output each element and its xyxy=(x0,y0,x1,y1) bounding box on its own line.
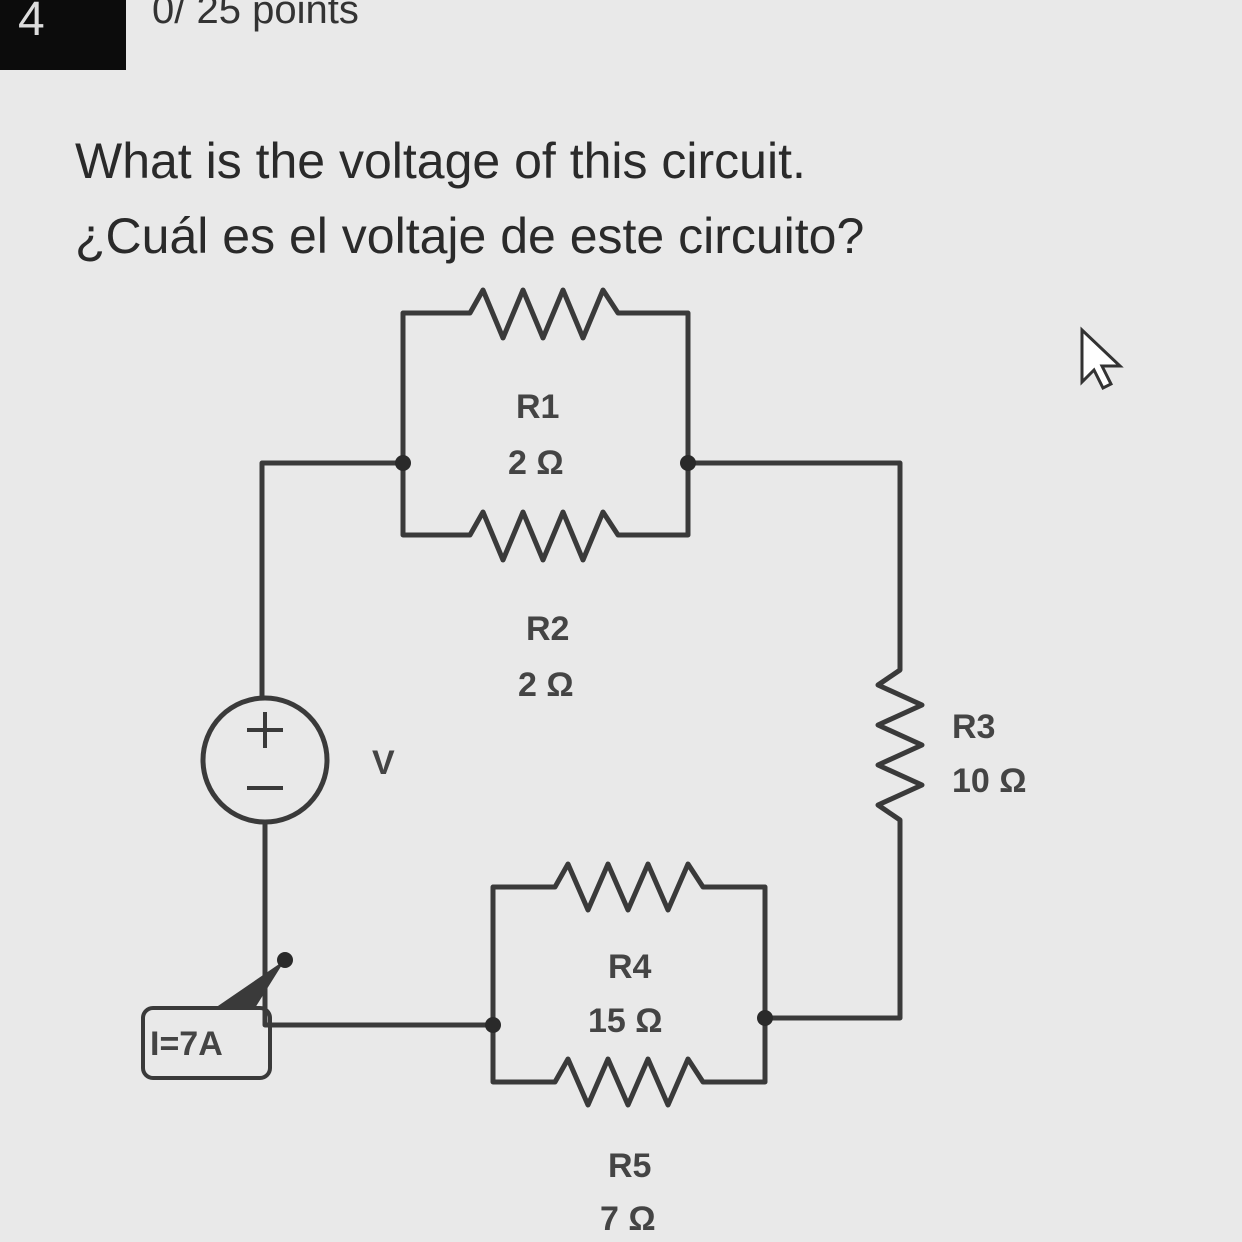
question-text-es: ¿Cuál es el voltaje de este circuito? xyxy=(75,208,865,264)
question-number: 4 xyxy=(0,0,126,70)
wire-left xyxy=(259,460,493,1028)
mouse-cursor-icon xyxy=(1080,326,1124,391)
resistor-r4 xyxy=(490,861,768,1025)
resistor-r3 xyxy=(688,460,925,1021)
r1-name: R1 xyxy=(516,388,559,426)
source-label: V xyxy=(372,744,395,782)
r4-name: R4 xyxy=(608,948,652,986)
current-tag-label: I=7A xyxy=(150,1025,223,1063)
current-tag-box xyxy=(141,1006,272,1080)
resistor-r2 xyxy=(400,463,691,563)
r3-value: 10 Ω xyxy=(952,762,1027,800)
r3-name: R3 xyxy=(952,708,995,746)
r5-value: 7 Ω xyxy=(600,1200,656,1238)
nodes xyxy=(277,455,773,1033)
r4-value: 15 Ω xyxy=(588,1002,663,1040)
r5-name: R5 xyxy=(608,1147,651,1185)
resistor-r1 xyxy=(400,287,691,463)
r2-value: 2 Ω xyxy=(518,666,574,704)
r1-value: 2 Ω xyxy=(508,444,564,482)
question-text-en: What is the voltage of this circuit. xyxy=(75,133,806,189)
resistor-r5 xyxy=(490,1018,768,1108)
r2-name: R2 xyxy=(526,610,569,648)
points-score: 0/ 25 points xyxy=(152,0,359,32)
voltage-source xyxy=(200,695,330,825)
current-tag-pointer xyxy=(215,960,285,1008)
